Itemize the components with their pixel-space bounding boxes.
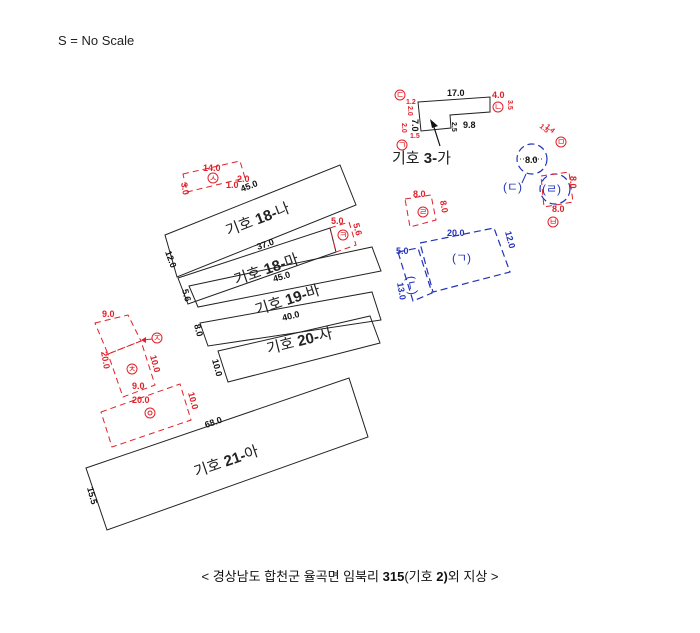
dim-ㅇ-a: 20.0 [132,395,150,405]
mark-blue-ㄷ: (ㄷ) [503,180,522,194]
mark-ㅊ: ㅊ [128,364,136,374]
dim-blue-ㄷ: 8.0 [525,155,538,165]
label-18-na: 기호 18-나 [223,200,292,240]
dim-ㄴ-a: 4.0 [492,90,505,100]
building-21-a: 68.0 15.5 기호 21-아 [85,377,369,531]
label-20-sa: 기호 20-사 [265,325,335,358]
dim-20-sa-top: 40.0 [281,309,300,323]
dim-ㅋ-a: 5.0 [331,216,344,226]
dim-ㅈ-a: 9.0 [102,309,115,319]
dim-ㅅ-a: 14.0 [203,163,221,173]
label-21-a: 기호 21-아 [192,443,261,481]
dim-ㅋ-b: 5.6 [351,222,364,237]
dim-ㅊ-b: 10.0 [148,354,162,374]
dim-ㅂ-b: 8.0 [552,204,565,214]
mark-ㄷ: ㄷ [396,90,404,100]
building-3-ga: 17.0 7.0 9.8 2.5 기호 3-가 [392,88,491,167]
red-annex-ㅈ: 9.0 ㅈ [94,309,163,355]
dim-ㅅ-d: 2.0 [237,174,250,184]
dim-ㅇ-b: 10.0 [186,391,200,411]
red-annex-ㄹ: 8.0 8.0 ㄹ [404,189,450,228]
mark-ㅅ: ㅅ [209,173,217,183]
dim-ㄷ-a: 1.2 [406,99,416,106]
dim-blue-ㄱ-b: 12.0 [503,230,517,250]
mark-blue-ㄹ: (ㄹ) [542,182,561,196]
dim-ㄹ-a: 8.0 [413,189,426,199]
red-annex-ㅅ: 14.0 3.0 1.0 2.0 ㅅ [179,160,250,196]
dim-ㄷ-b: 2.0 [406,106,413,116]
blue-annex-ㄷ: 8.0 (ㄷ) [503,143,548,194]
mark-blue-ㄴ: (ㄴ) [403,275,420,296]
dim-3-ga-inner-w: 9.8 [463,120,476,130]
dim-ㅁ-a: 1.5 [538,123,550,135]
red-annex-group-3-ga: ㄷ 1.2 2.0 ㄱ 2.0 1.5 ㄴ 4.0 3.5 [394,89,513,151]
red-annex-ㅇ: 20.0 10.0 ㅇ [100,383,200,448]
mark-ㄹ: ㄹ [419,207,427,217]
mark-ㄴ: ㄴ [494,102,502,112]
dim-ㅅ-b: 3.0 [179,182,191,196]
blue-annex-ㄴ: 5.0 13.0 (ㄴ) [395,246,433,302]
dim-ㅅ-c: 1.0 [226,180,239,190]
mark-ㄱ: ㄱ [398,140,406,150]
dim-3-ga-left: 7.0 [410,119,420,132]
caption-prefix: < 경상남도 합천군 율곡면 임북리 [201,569,383,584]
mark-blue-ㄱ: (ㄱ) [452,251,471,265]
caption-lot-number: 315 [382,569,405,584]
mark-ㅂ: ㅂ [549,217,557,227]
red-annex-ㅋ: 5.0 5.6 ㅋ [329,216,364,253]
dim-blue-ㄴ-a: 5.0 [396,246,409,256]
blue-annex-ㄹ: (ㄹ) 8.0 8.0 ㅂ [539,171,578,228]
dim-19-ba-left: 5.6 [180,288,193,303]
dim-21-a-top: 68.0 [203,415,223,430]
red-annex-ㅁ: ㅁ 1.5 1.4 [538,123,567,148]
dim-ㄱ-b: 1.5 [410,133,420,140]
dim-21-a-prev-left: 10.0 [210,358,224,378]
dim-ㅂ-a: 8.0 [568,176,578,189]
mark-ㅈ: ㅈ [153,333,161,343]
dim-21-a-left: 15.5 [85,486,99,506]
dim-ㅁ-b: 1.4 [544,123,556,135]
dim-3-ga-top: 17.0 [447,88,465,98]
drawing-caption: < 경상남도 합천군 율곡면 임북리 315(기호 2)외 지상 > [0,566,700,585]
mark-ㅋ: ㅋ [339,230,347,240]
dim-20-sa-left: 8.0 [192,323,205,338]
dim-ㄹ-b: 8.0 [438,200,450,214]
dim-ㅊ-c: 9.0 [132,381,145,391]
caption-symbol: 2) [436,569,448,584]
dim-3-ga-inner-h: 2.5 [450,122,457,132]
dim-blue-ㄴ-b: 13.0 [395,282,408,301]
dim-ㄱ-a: 2.0 [400,123,407,133]
label-3-ga: 기호 3-가 [392,150,451,167]
scale-note: S = No Scale [58,33,135,48]
dim-19-ba-top: 45.0 [272,269,292,283]
dim-blue-ㄱ-a: 20.0 [447,228,465,238]
building-20-sa-lower [217,315,381,383]
caption-suffix: 외 지상 > [447,569,499,584]
dim-ㄴ-b: 3.5 [506,100,513,110]
mark-ㅁ: ㅁ [557,137,565,147]
building-18-na: 45.0 12.0 기호 18-나 [163,164,357,278]
red-annex-ㅊ: 20.0 10.0 9.0 ㅊ [99,340,162,398]
caption-mid: (기호 [404,569,437,584]
dim-ㅊ-a: 20.0 [99,351,112,370]
dim-18-na-left: 12.0 [163,249,178,269]
blue-annex-ㄱ: 20.0 12.0 (ㄱ) [419,227,517,293]
